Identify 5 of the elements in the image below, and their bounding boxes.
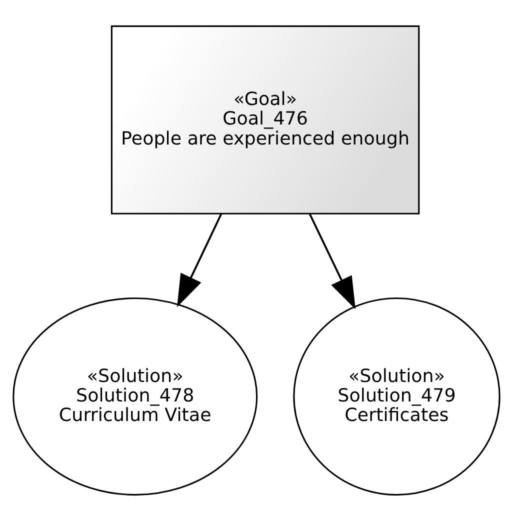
- node-circle: «Solution» Solution_479 Certificates: [293, 296, 500, 496]
- node-ellipse: «Solution» Solution_478 Curriculum Vitae: [12, 296, 258, 496]
- arrow: [308, 213, 356, 309]
- node-box: «Goal» Goal_476 People are experienced enough: [110, 24, 420, 214]
- arrow: [177, 213, 222, 307]
